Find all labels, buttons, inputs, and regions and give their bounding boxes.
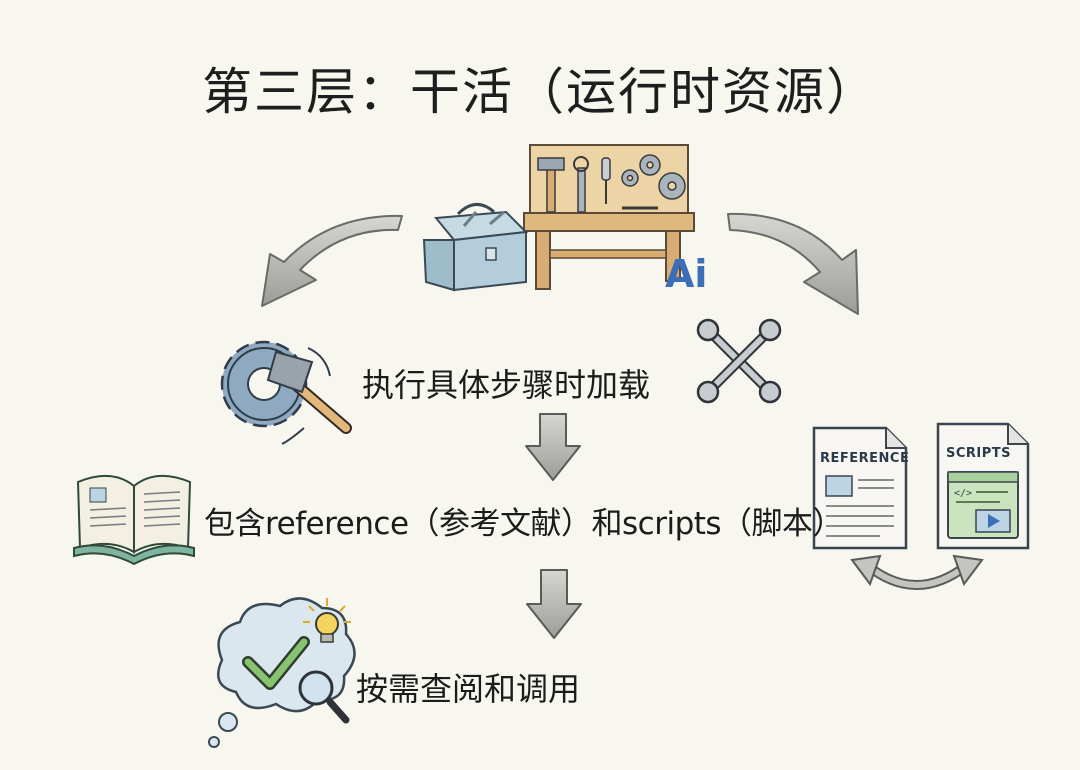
step-consult-on-demand: 按需查阅和调用: [356, 664, 580, 710]
step-load-on-execution: 执行具体步骤时加载: [362, 360, 650, 406]
ai-badge: Ai: [665, 252, 707, 296]
curved-arrow-icon: [262, 216, 402, 306]
down-arrow-icon: [526, 414, 580, 480]
gear-hammer-icon: [222, 342, 346, 444]
code-tag: </>: [954, 488, 972, 499]
swap-arrow-icon: [852, 556, 982, 585]
down-arrow-icon: [527, 570, 581, 638]
toolbox-icon: [424, 204, 526, 290]
scripts-document-icon: [938, 424, 1028, 548]
step-contains-resources: 包含reference（参考文献）和scripts（脚本）: [204, 498, 843, 543]
scripts-label: SCRIPTS: [946, 446, 1011, 461]
fade-overlay: [585, 650, 665, 720]
crossed-wrenches-icon: [698, 320, 780, 402]
reference-label: REFERENCE: [820, 451, 909, 466]
curved-arrow-icon: [728, 214, 858, 314]
open-book-icon: [74, 476, 194, 564]
